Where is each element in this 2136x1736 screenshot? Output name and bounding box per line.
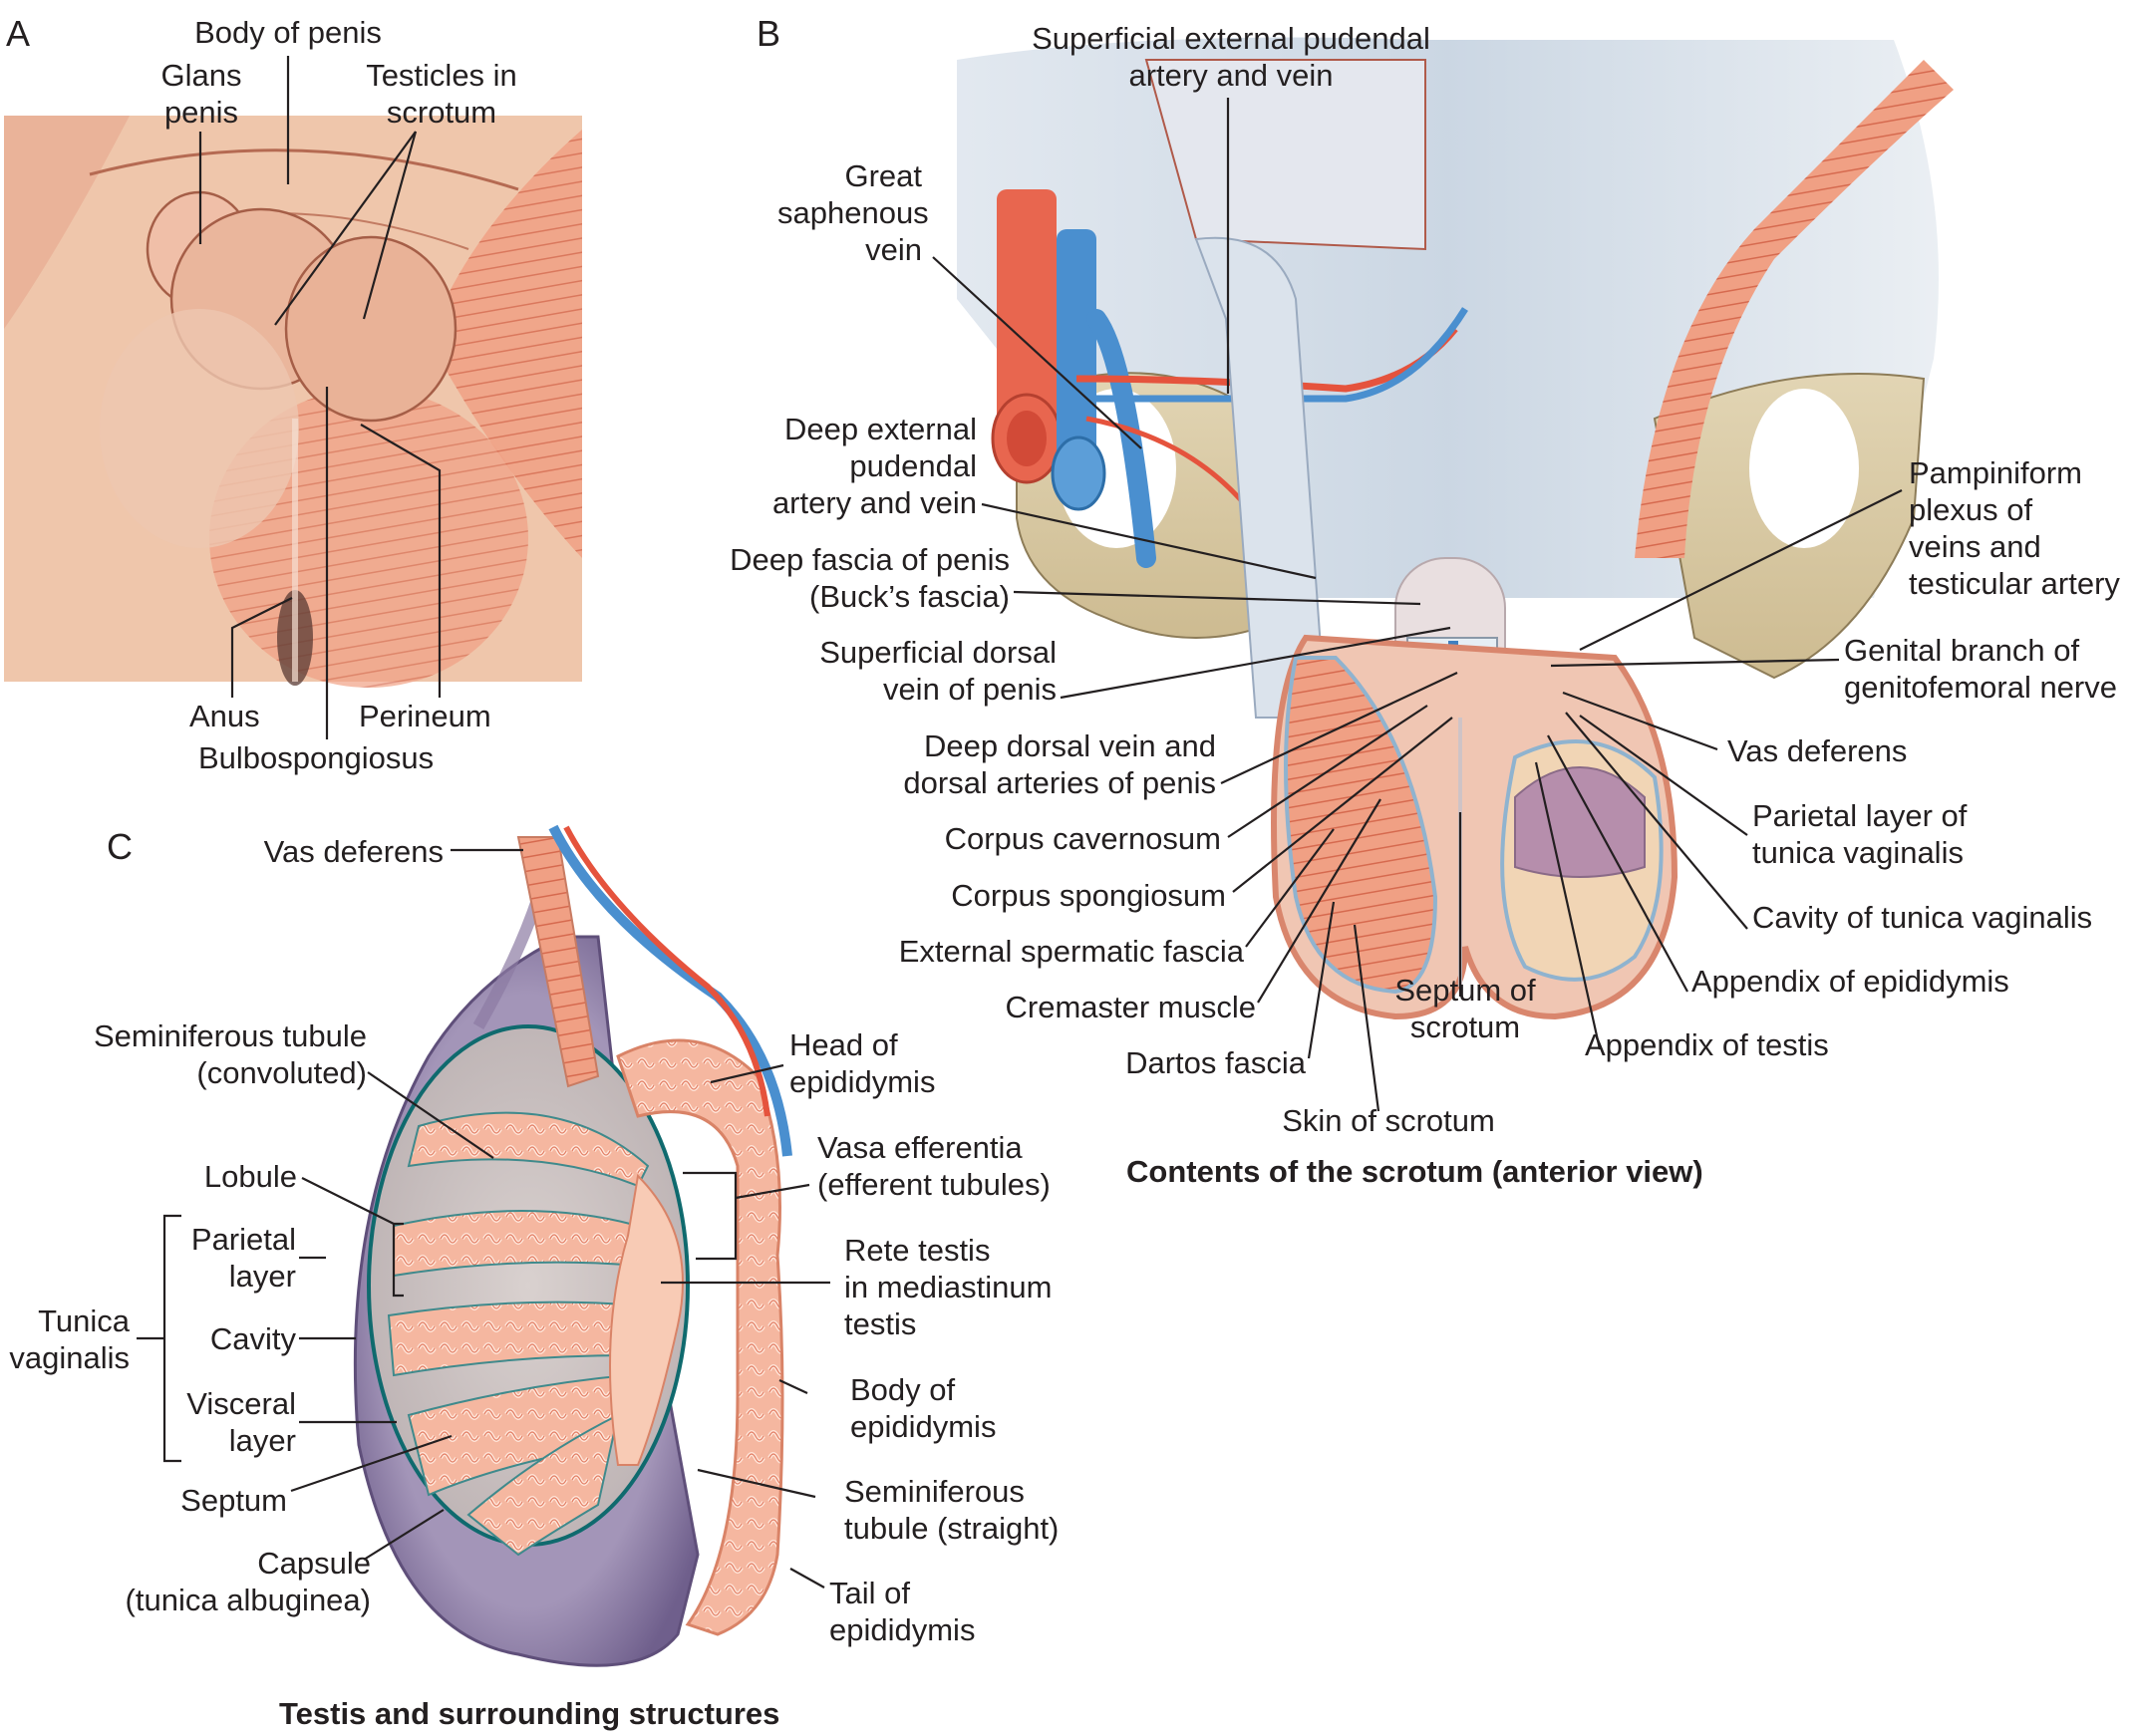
panel-b-letter: B: [757, 13, 781, 54]
label-vasa-efferentia: Vasa efferentia (efferent tubules): [817, 1130, 1051, 1202]
panel-a-leaders: [198, 56, 442, 739]
label-septum-of-scrotum: Septum of scrotum: [1394, 973, 1536, 1044]
label-cavity: Cavity: [209, 1321, 296, 1356]
label-seminiferous-straight: Seminiferous tubule (straight): [844, 1474, 1060, 1546]
right-spermatic-cord-muscle: [1635, 60, 1954, 558]
panel-c-leaders: [137, 848, 830, 1589]
label-body-of-penis: Body of penis: [194, 15, 382, 50]
label-appendix-testis: Appendix of testis: [1585, 1027, 1829, 1062]
body-margin-line: [89, 148, 519, 191]
aponeurosis-flap: [1144, 59, 1426, 251]
label-skin-of-scrotum: Skin of scrotum: [1282, 1103, 1495, 1138]
femoral-artery: [997, 189, 1057, 438]
superficial-ext-pudendal-vein: [1096, 307, 1468, 403]
label-tunica-vaginalis: Tunica vaginalis: [9, 1303, 130, 1375]
label-testicles-in-scrotum: Testicles in scrotum: [366, 58, 517, 130]
label-superficial-dorsal-vein: Superficial dorsal vein of penis: [819, 635, 1057, 707]
label-septum: Septum: [180, 1483, 287, 1518]
label-great-saphenous-vein: Great saphenous vein: [777, 158, 929, 267]
caption-panel-b: Contents of the scrotum (anterior view): [1126, 1154, 1703, 1189]
panel-a-letter: A: [6, 13, 31, 54]
right-testis: [1514, 766, 1646, 878]
panel-b-illustration: [957, 37, 1954, 1020]
femoral-vein-section: [1051, 435, 1106, 511]
caption-panel-c: Testis and surrounding structures: [279, 1696, 780, 1731]
label-capsule: Capsule (tunica albuginea): [125, 1546, 371, 1617]
panel-a-illustration: [4, 116, 582, 688]
label-pampiniform-plexus: Pampiniform plexus of veins and testicul…: [1909, 455, 2120, 601]
testicular-artery: [563, 825, 770, 1117]
label-perineum: Perineum: [359, 699, 491, 733]
lobules: [387, 1111, 650, 1557]
label-glans-penis: Glans penis: [160, 58, 242, 130]
label-vas-deferens-b: Vas deferens: [1727, 733, 1908, 768]
label-visceral-layer: Visceral layer: [186, 1386, 296, 1458]
label-rete-testis: Rete testis in mediastinum testis: [844, 1233, 1053, 1341]
label-parietal-layer-tv: Parietal layer of tunica vaginalis: [1752, 798, 1968, 870]
panel-b-leaders: [932, 98, 1903, 1112]
label-lobule: Lobule: [203, 1159, 297, 1194]
panel-c-illustration: [353, 824, 792, 1667]
label-corpus-spongiosum: Corpus spongiosum: [951, 878, 1226, 913]
femoral-artery-lumen: [1007, 411, 1047, 466]
buttock-shape: [100, 309, 299, 548]
label-anus: Anus: [189, 699, 260, 733]
rete-testis: [609, 1173, 684, 1466]
label-cremaster-muscle: Cremaster muscle: [1005, 990, 1257, 1024]
obturator-foramen-right: [1749, 389, 1859, 548]
label-cavity-tv: Cavity of tunica vaginalis: [1752, 900, 2093, 935]
testicle-shape: [284, 235, 458, 423]
label-bulbospongiosus: Bulbospongiosus: [198, 740, 435, 775]
label-genital-branch: Genital branch of genitofemoral nerve: [1844, 633, 2117, 705]
panel-c-letter: C: [107, 826, 133, 867]
label-tail-of-epididymis: Tail of epididymis: [829, 1576, 976, 1647]
label-deep-fascia-of-penis: Deep fascia of penis (Buck’s fascia): [730, 542, 1010, 614]
label-deep-dorsal-vein: Deep dorsal vein and dorsal arteries of …: [903, 728, 1216, 800]
label-parietal-layer: Parietal layer: [190, 1222, 296, 1294]
label-head-of-epididymis: Head of epididymis: [789, 1027, 936, 1099]
left-testis-coverings: [1284, 656, 1438, 995]
label-body-of-epididymis: Body of epididymis: [850, 1372, 997, 1444]
label-external-spermatic-fascia: External spermatic fascia: [898, 934, 1244, 969]
label-seminiferous-convoluted: Seminiferous tubule (convoluted): [94, 1018, 367, 1090]
vas-deferens-tube: [516, 836, 600, 1088]
femoral-vein: [1057, 229, 1096, 478]
label-superficial-external-pudendal: Superficial external pudendal artery and…: [1032, 21, 1430, 93]
label-dartos-fascia: Dartos fascia: [1125, 1045, 1306, 1080]
label-corpus-cavernosum: Corpus cavernosum: [944, 821, 1221, 856]
label-deep-external-pudendal: Deep external pudendal artery and vein: [771, 412, 977, 520]
label-vas-deferens-c: Vas deferens: [263, 834, 444, 869]
right-thigh-muscle: [429, 130, 582, 558]
label-appendix-epididymis: Appendix of epididymis: [1691, 964, 2009, 999]
left-thigh: [4, 116, 130, 329]
